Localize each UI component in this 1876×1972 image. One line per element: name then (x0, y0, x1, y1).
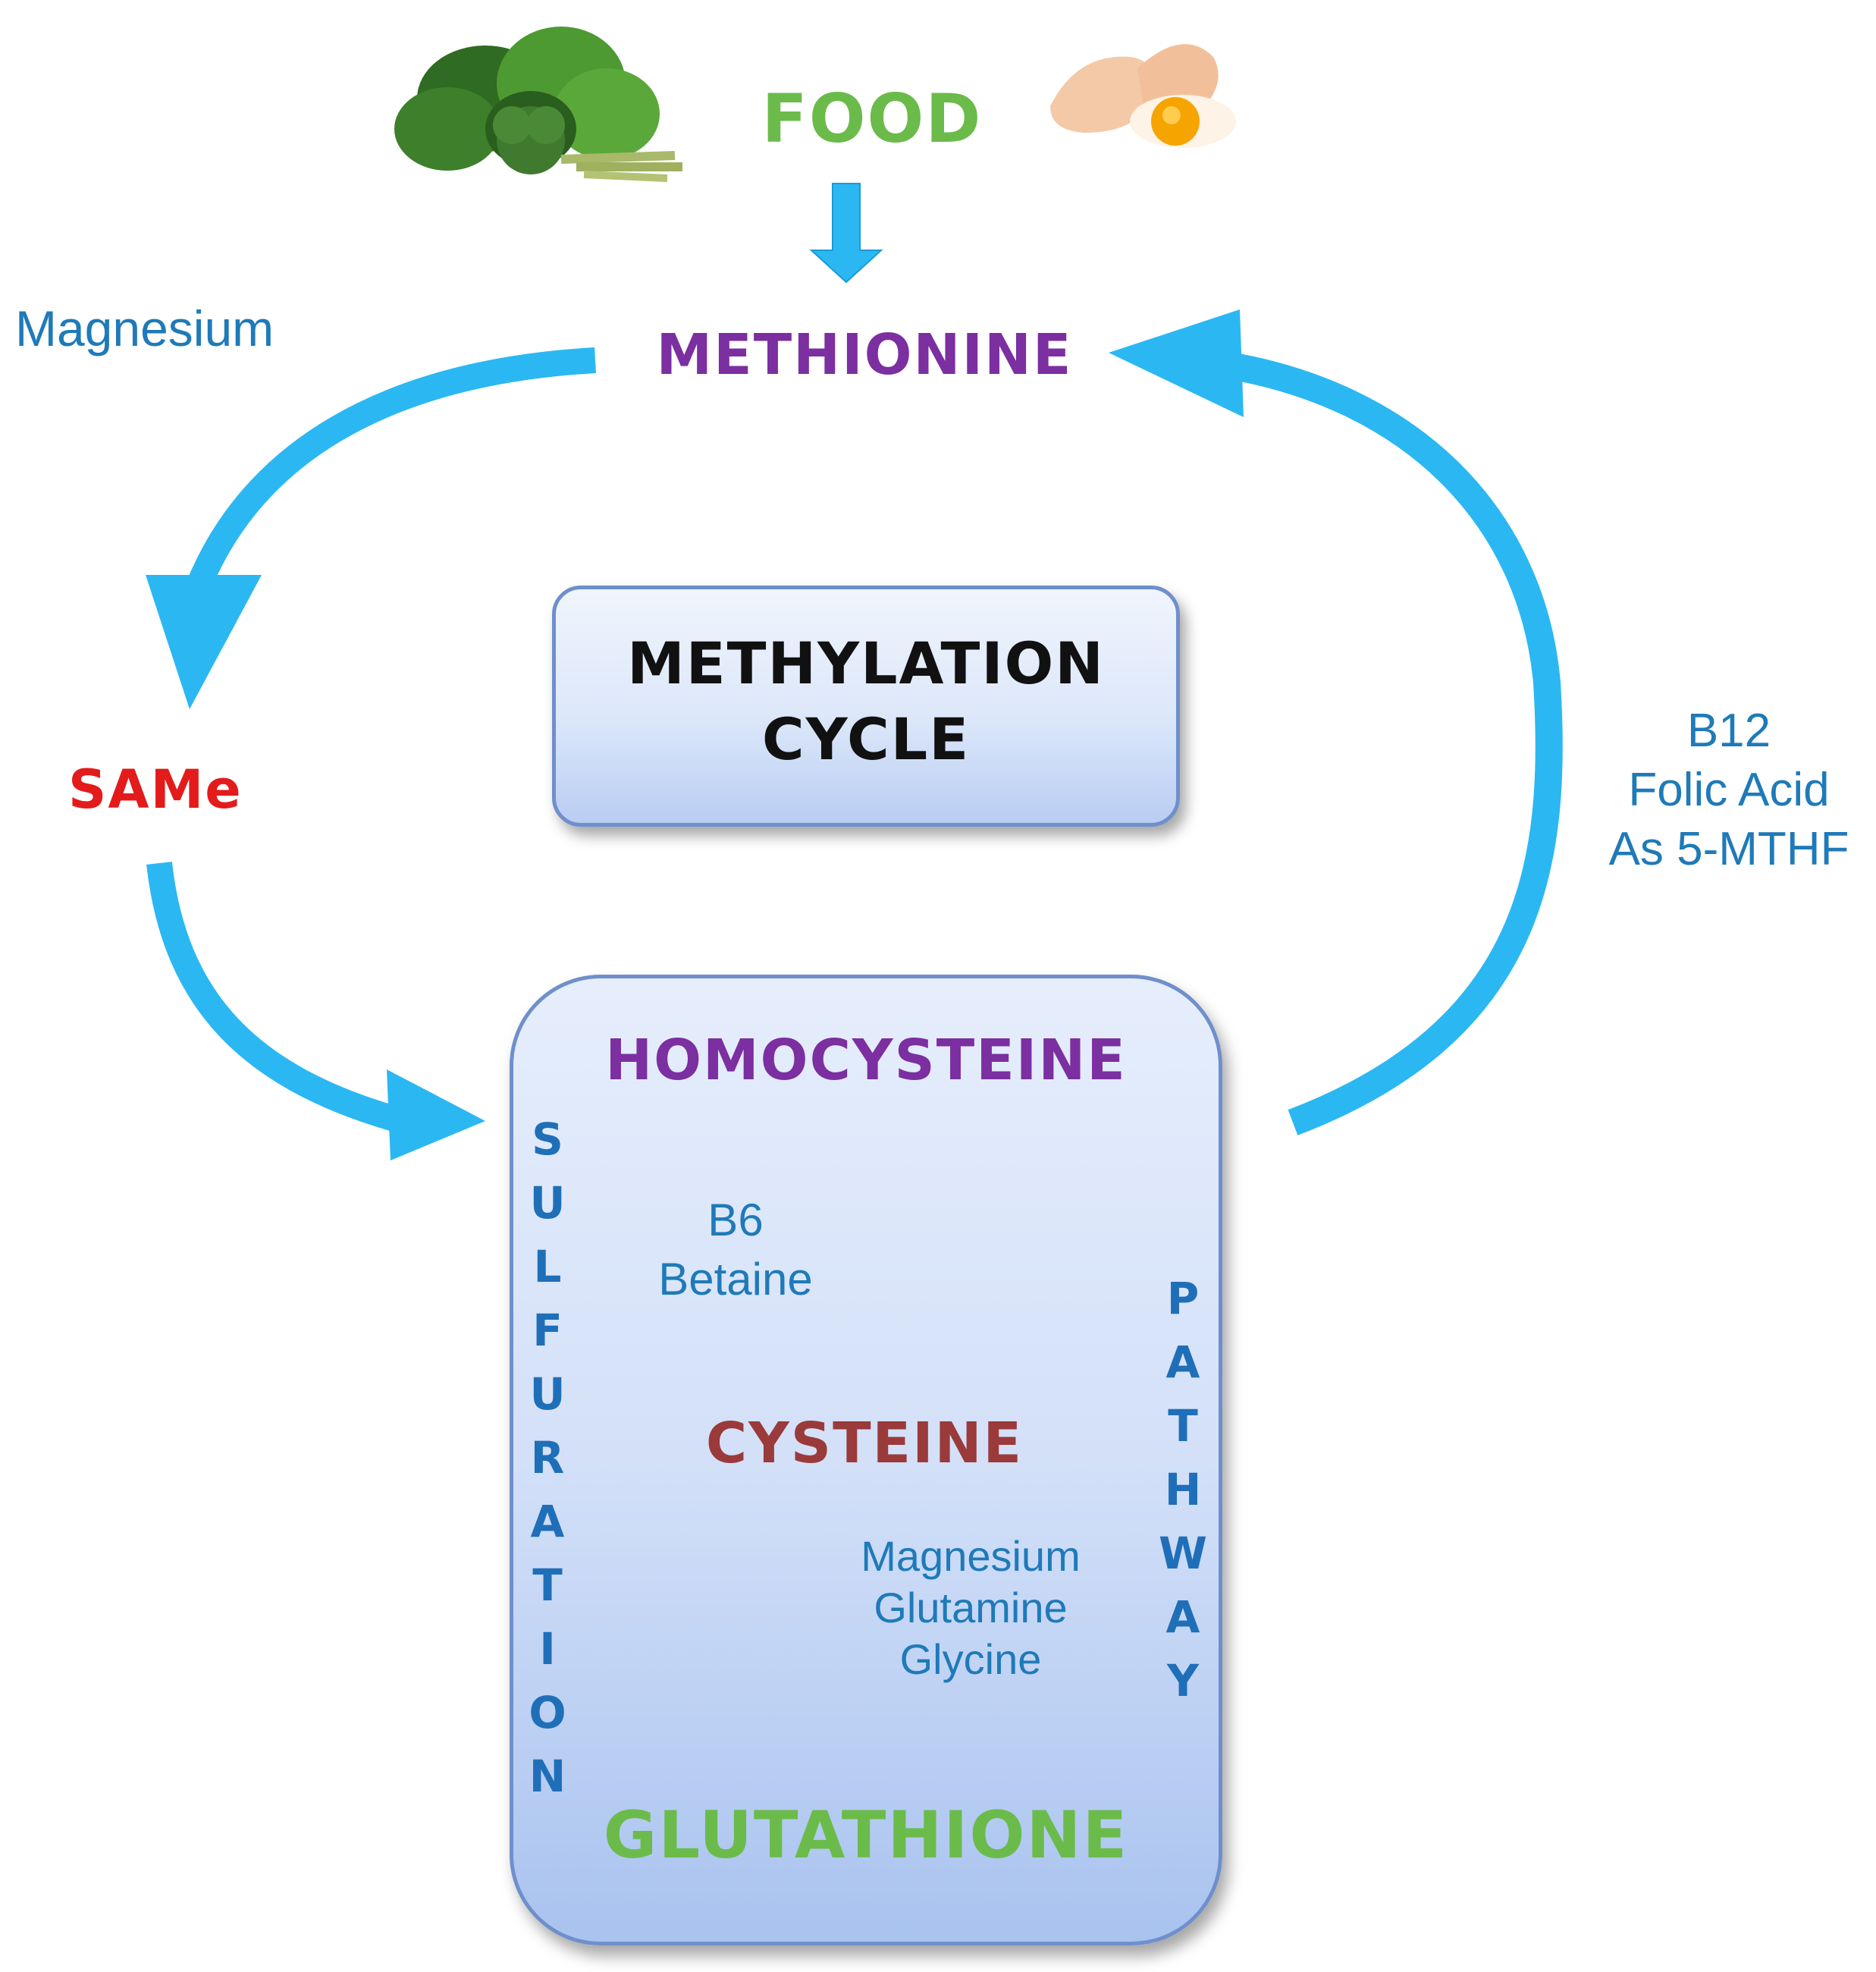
letter: P (1166, 1273, 1200, 1324)
letter: O (529, 1687, 566, 1738)
letter: U (529, 1368, 566, 1420)
methylation-cycle-title-line2: CYCLE (761, 705, 971, 773)
food-label: FOOD (761, 80, 983, 158)
cofactor-line: As 5-MTHF (1608, 823, 1849, 875)
glutathione-label: GLUTATHIONE (603, 1798, 1129, 1873)
cofactor-line: B12 (1686, 705, 1771, 757)
magnesium-glutamine-glycine-cofactors: Magnesium Glutamine Glycine (842, 1531, 1100, 1685)
b6-betaine-cofactors: B6 Betaine (629, 1191, 842, 1309)
letter: R (530, 1432, 565, 1484)
letter: U (529, 1177, 566, 1229)
homocysteine-label: HOMOCYSTEINE (605, 1028, 1127, 1093)
letter: W (1159, 1528, 1207, 1579)
methylation-cycle-box (552, 586, 1180, 827)
letter: S (532, 1113, 563, 1165)
homocysteine-to-methionine-arrow (1109, 309, 1563, 1135)
same-to-homocysteine-arrow (146, 862, 485, 1160)
letter: Y (1167, 1655, 1199, 1707)
cysteine-label: CYSTEINE (705, 1411, 1024, 1476)
letter: N (529, 1751, 566, 1802)
letter: T (1168, 1400, 1198, 1452)
sulfuration-pathway-box (510, 975, 1222, 1945)
same-label: SAMe (68, 758, 243, 821)
letter: L (533, 1241, 562, 1292)
cofactor-line: Glycine (899, 1635, 1042, 1683)
letter: T (532, 1559, 563, 1611)
letter: A (1165, 1336, 1200, 1388)
cofactor-line: Magnesium (861, 1532, 1081, 1580)
eggs-image (1050, 44, 1236, 148)
letter: I (539, 1623, 556, 1675)
methionine-to-same-arrow (146, 347, 596, 709)
leafy-greens-image (394, 27, 682, 182)
cofactor-line: Glutamine (874, 1584, 1068, 1631)
magnesium-cofactor-label: Magnesium (15, 300, 274, 356)
pathway-vertical-label: P A T H W A Y (1153, 1267, 1213, 1713)
letter: A (1165, 1591, 1200, 1643)
cofactor-line: Betaine (658, 1254, 813, 1305)
methylation-cycle-title-line1: METHYLATION (627, 630, 1105, 697)
food-to-methionine-arrow (809, 183, 883, 284)
letter: F (532, 1305, 563, 1356)
methionine-label: METHIONINE (656, 322, 1073, 388)
sulfuration-vertical-label: S U L F U R A T I O N (517, 1107, 578, 1808)
letter: A (530, 1496, 565, 1547)
cofactor-line: B6 (707, 1195, 764, 1245)
cofactor-line: Folic Acid (1628, 764, 1830, 816)
letter: H (1164, 1464, 1202, 1515)
b12-folate-cofactors: B12 Folic Acid As 5-MTHF (1562, 702, 1876, 879)
